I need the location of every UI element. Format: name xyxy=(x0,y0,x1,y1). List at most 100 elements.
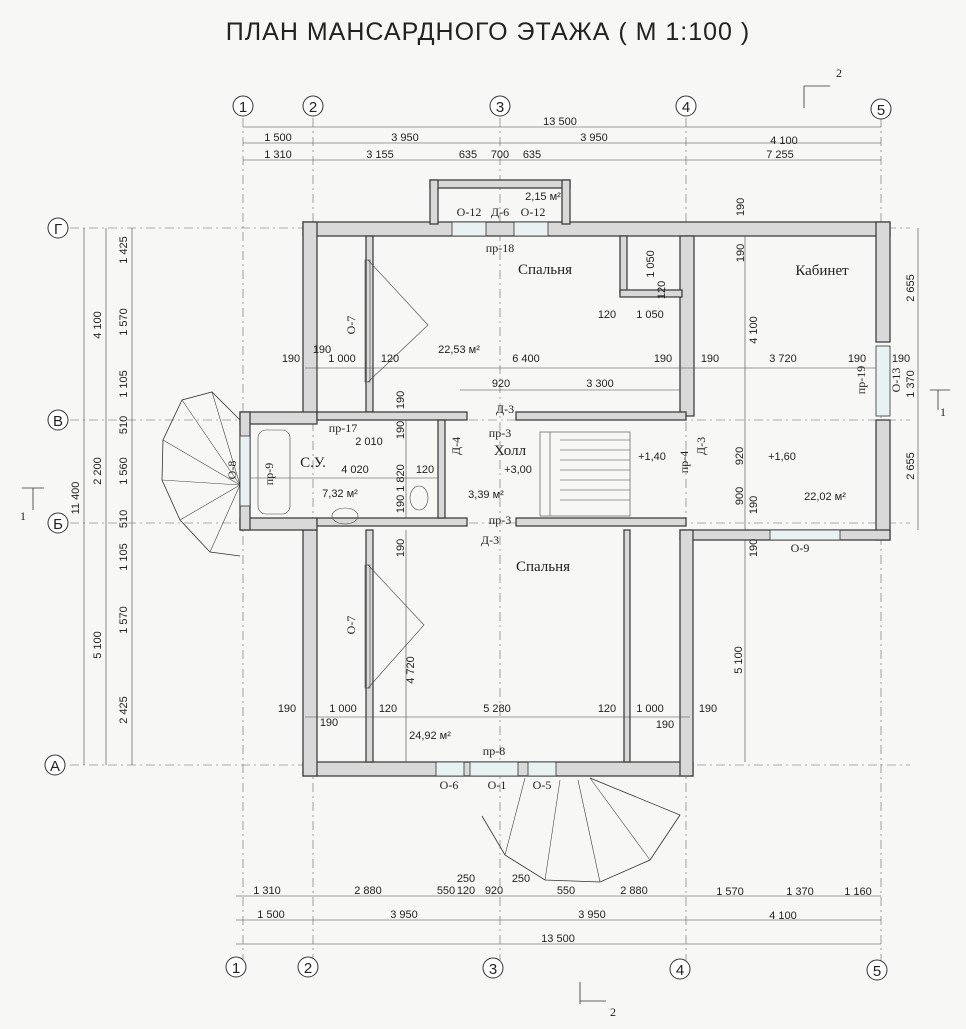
bay-window-left xyxy=(161,391,241,557)
svg-text:120: 120 xyxy=(598,309,616,321)
svg-text:1: 1 xyxy=(239,99,247,116)
dimensions-left: 11 400 4 100 2 200 5 100 1 425 1 570 1 1… xyxy=(70,228,133,765)
section-mark-1-left: 1 xyxy=(20,487,44,523)
element-labels: О-12 Д-6 О-12 пр-18 О-7 О-7 пр-17 пр-9 О… xyxy=(225,205,903,792)
svg-text:4 020: 4 020 xyxy=(341,464,369,476)
svg-text:4 100: 4 100 xyxy=(748,316,760,344)
svg-text:пр-8: пр-8 xyxy=(483,744,505,758)
svg-text:О-7: О-7 xyxy=(344,616,358,635)
svg-text:пр-18: пр-18 xyxy=(486,241,514,255)
svg-text:О-8: О-8 xyxy=(225,461,239,480)
dimensions-top: 13 500 1 500 3 950 3 950 4 100 1 310 3 1… xyxy=(243,116,881,161)
svg-text:О-12: О-12 xyxy=(521,205,546,219)
svg-text:2: 2 xyxy=(309,99,317,116)
svg-text:1 050: 1 050 xyxy=(636,309,664,321)
svg-text:190: 190 xyxy=(701,353,719,365)
svg-text:1: 1 xyxy=(940,405,946,419)
axis-markers-top: 1 2 3 4 5 xyxy=(232,95,892,120)
svg-text:11 400: 11 400 xyxy=(70,482,82,515)
svg-text:190: 190 xyxy=(395,421,407,439)
svg-text:1 820: 1 820 xyxy=(395,464,407,492)
svg-text:2: 2 xyxy=(304,960,312,977)
svg-text:1 310: 1 310 xyxy=(264,149,292,161)
bay-window-bottom xyxy=(481,777,681,883)
svg-text:В: В xyxy=(53,413,63,430)
svg-text:4 100: 4 100 xyxy=(770,135,798,147)
room-bathroom: С.У. xyxy=(300,455,326,471)
svg-text:120: 120 xyxy=(656,281,668,299)
svg-text:2 880: 2 880 xyxy=(620,885,648,897)
svg-text:13 500: 13 500 xyxy=(543,116,577,128)
svg-text:510: 510 xyxy=(118,416,130,434)
svg-text:1 310: 1 310 xyxy=(253,885,281,897)
bathtub xyxy=(257,429,291,515)
svg-text:О-13: О-13 xyxy=(889,368,903,393)
area-hall: 3,39 м² xyxy=(468,489,504,501)
svg-text:О-12: О-12 xyxy=(457,205,482,219)
svg-text:3 950: 3 950 xyxy=(391,132,419,144)
axis-markers-left: Г В Б А xyxy=(44,217,69,776)
svg-text:пр-4: пр-4 xyxy=(677,451,691,473)
svg-text:635: 635 xyxy=(459,149,477,161)
svg-text:1 500: 1 500 xyxy=(264,132,292,144)
area-bedroom-top: 22,53 м² xyxy=(438,344,480,356)
svg-text:1: 1 xyxy=(20,509,26,523)
dimensions-bottom: 1 310 2 880 550 250 120 920 250 550 2 88… xyxy=(236,873,881,945)
svg-text:3 155: 3 155 xyxy=(366,149,394,161)
svg-text:О-9: О-9 xyxy=(791,541,810,555)
svg-text:О-1: О-1 xyxy=(488,778,507,792)
svg-text:700: 700 xyxy=(491,149,509,161)
svg-text:635: 635 xyxy=(523,149,541,161)
svg-text:190: 190 xyxy=(282,353,300,365)
svg-text:3 950: 3 950 xyxy=(578,909,606,921)
svg-text:2 655: 2 655 xyxy=(905,452,917,480)
section-mark-1-right: 1 xyxy=(930,389,950,419)
svg-text:190: 190 xyxy=(313,344,331,356)
svg-text:4: 4 xyxy=(676,962,684,979)
svg-text:1 570: 1 570 xyxy=(716,886,744,898)
svg-text:250: 250 xyxy=(512,873,530,885)
svg-text:120: 120 xyxy=(381,353,399,365)
svg-text:2: 2 xyxy=(836,66,842,80)
svg-text:2 880: 2 880 xyxy=(354,885,382,897)
svg-text:190: 190 xyxy=(699,703,717,715)
svg-text:1 105: 1 105 xyxy=(118,370,130,398)
svg-text:4: 4 xyxy=(682,99,690,116)
svg-text:О-6: О-6 xyxy=(440,778,459,792)
svg-text:190: 190 xyxy=(735,244,747,262)
svg-text:1 370: 1 370 xyxy=(905,370,917,398)
svg-text:120: 120 xyxy=(598,703,616,715)
svg-text:1 500: 1 500 xyxy=(257,909,285,921)
svg-text:1: 1 xyxy=(232,960,240,977)
svg-text:5 280: 5 280 xyxy=(483,703,511,715)
svg-text:190: 190 xyxy=(320,717,338,729)
windows xyxy=(239,221,891,777)
svg-text:920: 920 xyxy=(734,447,746,465)
area-bedroom-bottom: 24,92 м² xyxy=(409,730,451,742)
svg-text:190: 190 xyxy=(748,539,760,557)
svg-text:1 560: 1 560 xyxy=(118,457,130,485)
svg-text:1 000: 1 000 xyxy=(328,353,356,365)
svg-text:900: 900 xyxy=(734,487,746,505)
area-balcony: 2,15 м² xyxy=(525,191,561,203)
svg-text:3 720: 3 720 xyxy=(769,353,797,365)
svg-text:13 500: 13 500 xyxy=(541,933,575,945)
svg-text:5: 5 xyxy=(873,963,881,980)
svg-text:4 100: 4 100 xyxy=(769,910,797,922)
dimensions-right: 2 655 1 370 2 655 xyxy=(905,228,919,530)
svg-text:190: 190 xyxy=(278,703,296,715)
svg-text:190: 190 xyxy=(395,495,407,513)
svg-text:1 425: 1 425 xyxy=(118,236,130,264)
svg-text:190: 190 xyxy=(848,353,866,365)
svg-text:190: 190 xyxy=(748,496,760,514)
svg-text:3: 3 xyxy=(489,961,497,978)
inner-dimension-labels: 1 050 120 120 1 050 190 190 1 000 120 6 … xyxy=(278,198,910,731)
room-cabinet: Кабинет xyxy=(795,263,849,279)
svg-text:510: 510 xyxy=(118,510,130,528)
svg-text:6 400: 6 400 xyxy=(512,353,540,365)
svg-text:1 570: 1 570 xyxy=(118,308,130,336)
room-bedroom-top: Спальня xyxy=(518,262,572,278)
svg-text:5 100: 5 100 xyxy=(92,631,104,659)
svg-text:Г: Г xyxy=(54,221,62,238)
svg-text:Д-6: Д-6 xyxy=(491,205,509,219)
